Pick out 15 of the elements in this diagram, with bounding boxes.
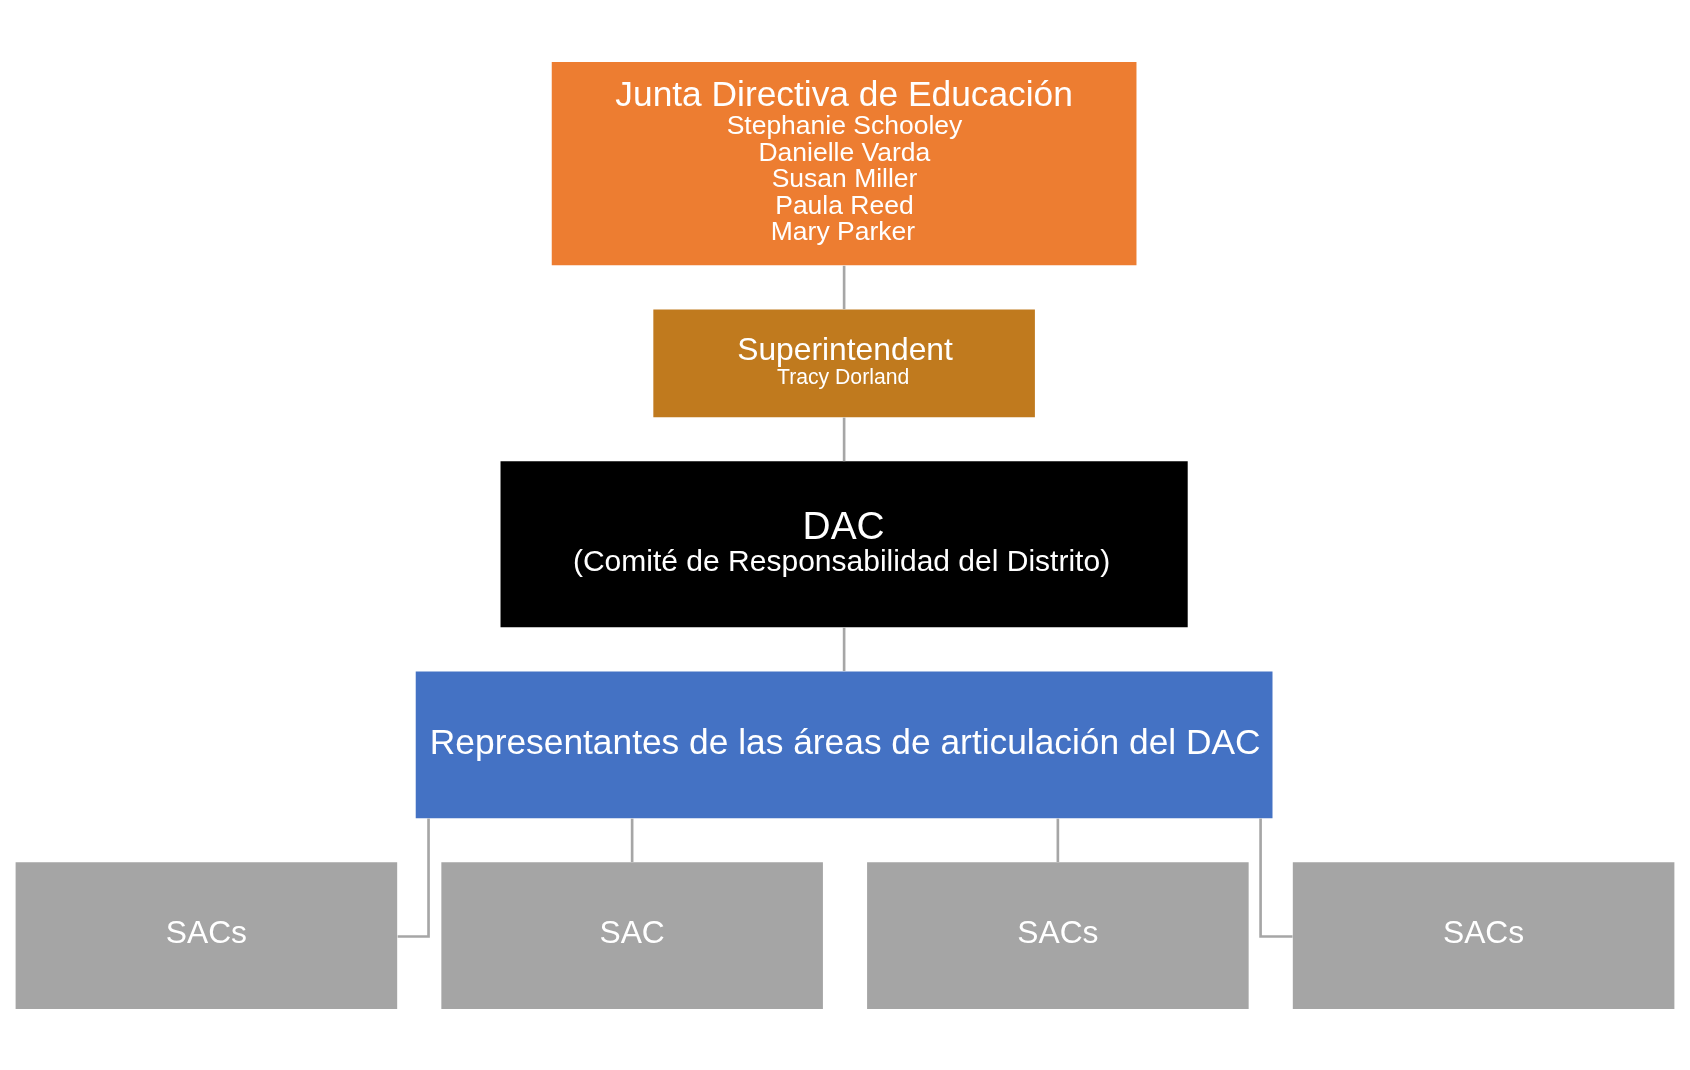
node-box: Representantes de las áreas de articulación del DAC	[415, 671, 1273, 818]
connector	[630, 818, 634, 862]
node-box: SAC	[441, 861, 823, 1009]
node-box: SACs	[1292, 861, 1675, 1009]
connector	[1259, 817, 1293, 938]
node-box: SACs	[15, 861, 398, 1009]
connector	[1056, 818, 1060, 862]
connector	[842, 417, 846, 461]
node-box: Superintendent Tracy Dorland	[653, 308, 1035, 417]
connector	[842, 265, 846, 309]
node-box: SACs	[867, 861, 1249, 1009]
connector	[842, 627, 846, 671]
node-box: DAC (Comité de Responsabilidad del Distrito)	[500, 460, 1188, 627]
connector	[397, 817, 430, 938]
node-box: Junta Directiva de Educación Stephanie Schooley Danielle Varda Susan Miller Paula Reed Mary Parker	[551, 61, 1137, 265]
